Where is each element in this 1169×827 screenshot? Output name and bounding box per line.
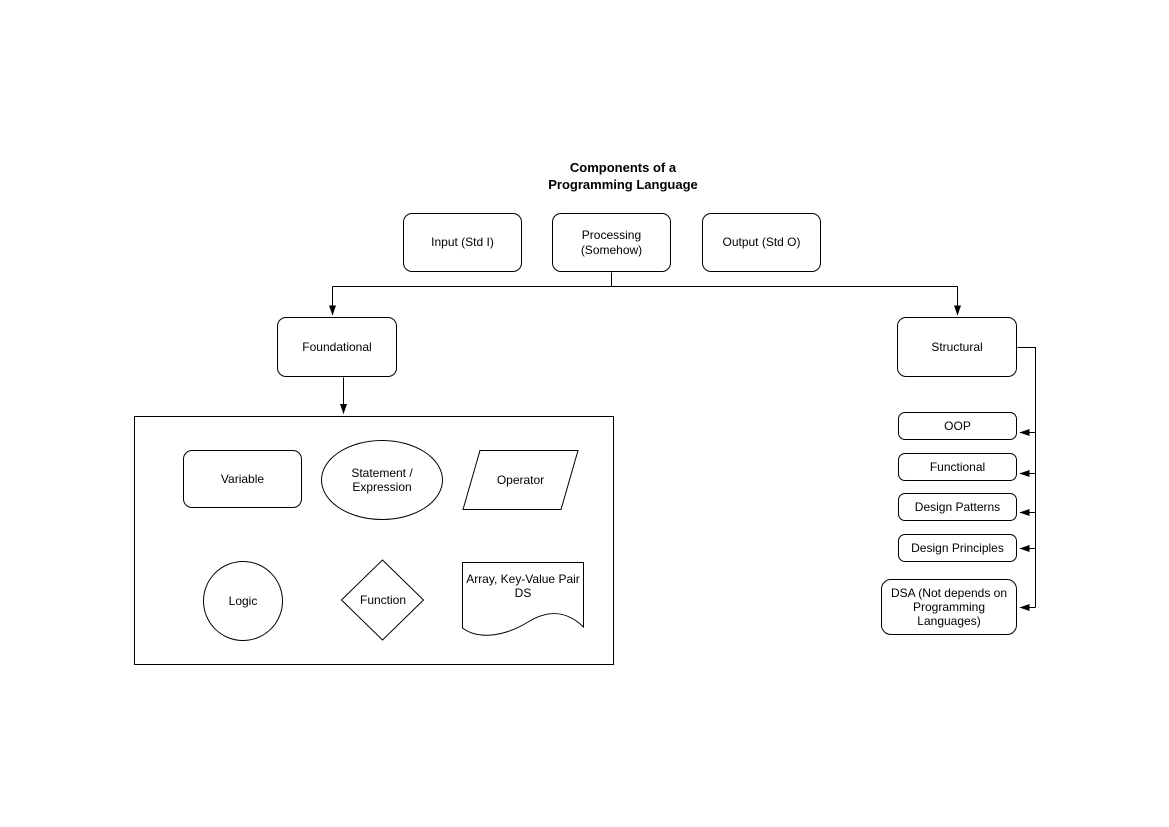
node-design-principles: Design Principles: [898, 534, 1017, 562]
node-functional: Functional: [898, 453, 1017, 481]
connector-processing-trunk: [332, 272, 958, 287]
diagram-title: Components of a Programming Language: [548, 160, 698, 192]
node-function-label: Function: [359, 592, 407, 607]
node-input: Input (Std I): [403, 213, 522, 272]
node-foundational: Foundational: [277, 317, 397, 377]
node-statement-expression: Statement / Expression: [321, 440, 443, 520]
node-operator-label: Operator: [496, 472, 545, 487]
node-variable: Variable: [183, 450, 302, 508]
node-structural: Structural: [897, 317, 1017, 377]
node-oop: OOP: [898, 412, 1017, 440]
node-processing: Processing (Somehow): [552, 213, 671, 272]
connector-structural-rail: [1017, 347, 1036, 608]
node-array-ds-label: Array, Key-Value Pair DS: [466, 571, 580, 600]
node-output: Output (Std O): [702, 213, 821, 272]
node-design-patterns: Design Patterns: [898, 493, 1017, 521]
node-logic: Logic: [203, 561, 283, 641]
node-dsa: DSA (Not depends on Programming Language…: [881, 579, 1017, 635]
foundational-group-container: [134, 416, 614, 665]
